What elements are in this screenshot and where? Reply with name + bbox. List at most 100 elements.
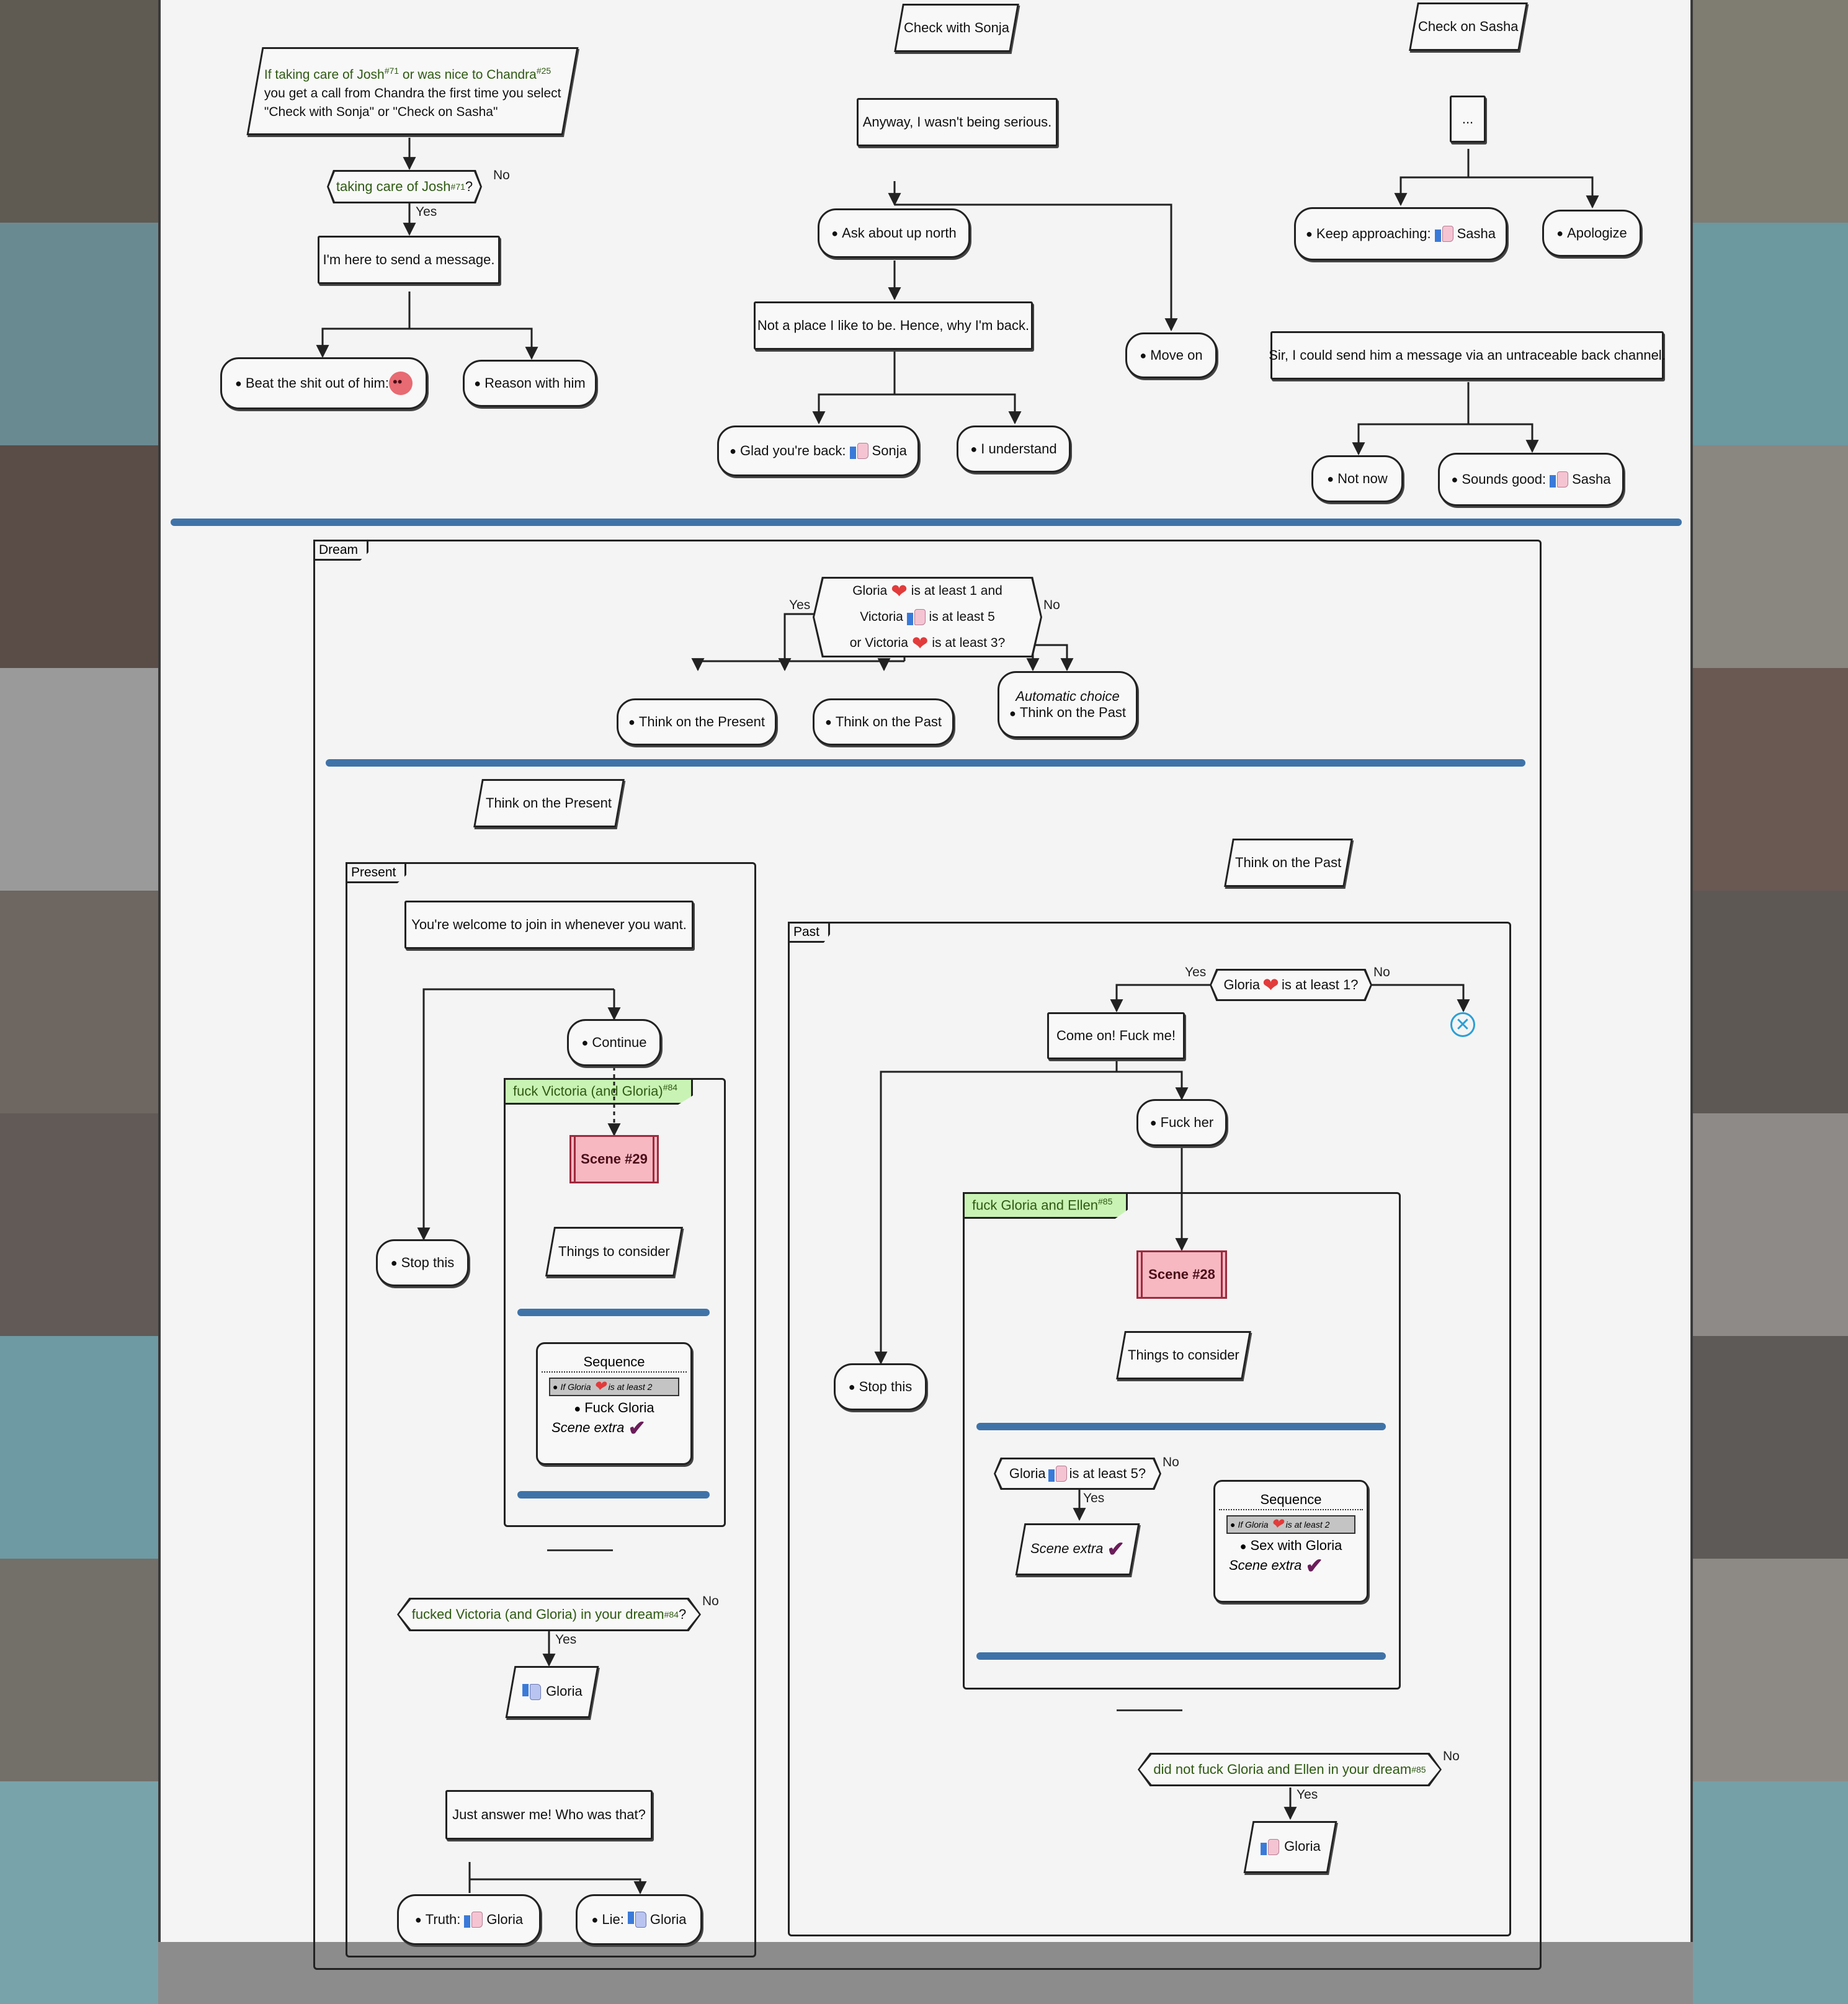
section-divider — [976, 1652, 1386, 1660]
thumbs-up-icon — [1048, 1466, 1067, 1482]
background-photo — [1693, 0, 1848, 223]
choice-beat[interactable]: ●Beat the shit out of him: — [220, 357, 427, 409]
background-photo — [1693, 1336, 1848, 1559]
title-check-sonja: Check with Sonja — [894, 4, 1019, 52]
decision-dream-condition: Gloria ❤ is at least 1 and Victoria is a… — [813, 577, 1042, 657]
no-label: No — [702, 1594, 719, 1608]
background-photo — [0, 1781, 158, 2004]
background-photo — [1693, 445, 1848, 668]
choice-understand[interactable]: ●I understand — [957, 425, 1071, 473]
thumbs-up-icon — [1550, 471, 1569, 488]
section-divider — [976, 1423, 1386, 1430]
background-photo — [1693, 1559, 1848, 1781]
scene-29[interactable]: Scene #29 — [569, 1135, 659, 1183]
section-divider — [517, 1491, 710, 1499]
choice-lie[interactable]: ●Lie:Gloria — [576, 1894, 702, 1945]
heart-icon: ❤ — [1262, 974, 1279, 996]
dialogue-message: I'm here to send a message. — [318, 236, 500, 284]
background-photo — [0, 1336, 158, 1559]
scene-extra: Scene extra ✔ — [1015, 1523, 1140, 1575]
left-background-strip — [0, 0, 158, 2004]
choice-sounds-good[interactable]: ●Sounds good:Sasha — [1438, 453, 1624, 506]
dialogue-come-on: Come on! Fuck me! — [1047, 1012, 1185, 1059]
choice-ask-north[interactable]: ●Ask about up north — [818, 208, 970, 258]
choice-stop-past[interactable]: ●Stop this — [834, 1363, 927, 1410]
scene-28[interactable]: Scene #28 — [1136, 1250, 1227, 1299]
choice-continue[interactable]: ●Continue — [567, 1019, 661, 1066]
dialogue-who-was-that: Just answer me! Who was that? — [445, 1790, 653, 1840]
heart-icon: ❤ — [891, 580, 908, 603]
sequence-box: Sequence ● If Gloria❤is at least 2 ●Sex … — [1213, 1480, 1368, 1603]
background-photo — [1693, 1781, 1848, 2004]
background-photo — [0, 1113, 158, 1336]
dialogue-not-a-place: Not a place I like to be. Hence, why I'm… — [754, 301, 1033, 350]
effect-gloria-dislike: Gloria — [505, 1666, 599, 1718]
section-divider — [171, 519, 1682, 526]
decision-gloria-5: Gloria is at least 5? — [994, 1458, 1161, 1490]
heart-icon: ❤ — [1270, 1516, 1283, 1533]
background-photo — [0, 1559, 158, 1781]
checkmark-icon: ✔ — [628, 1417, 646, 1440]
past-frame: Past — [788, 922, 1511, 1936]
yes-label: Yes — [1297, 1788, 1318, 1802]
sequence-box: Sequence ● If Gloria❤is at least 2 ●Fuck… — [536, 1342, 692, 1465]
angry-face-icon — [389, 372, 413, 395]
end-marker — [547, 1549, 613, 1551]
section-divider — [326, 759, 1525, 767]
background-photo — [1693, 1113, 1848, 1336]
sequence-condition: ● If Gloria❤is at least 2 — [549, 1378, 679, 1396]
automatic-choice: Automatic choice ●Think on the Past — [998, 671, 1138, 738]
choice-not-now[interactable]: ●Not now — [1311, 455, 1403, 502]
dream-tag: Dream — [313, 540, 369, 561]
right-background-strip — [1693, 0, 1848, 2004]
choice-stop-present[interactable]: ●Stop this — [376, 1239, 469, 1286]
thumbs-up-icon — [464, 1912, 483, 1928]
things-to-consider: Things to consider — [1116, 1331, 1251, 1379]
background-photo — [0, 668, 158, 891]
choice-move-on[interactable]: ●Move on — [1125, 332, 1217, 378]
choice-reason[interactable]: ●Reason with him — [463, 360, 597, 407]
yes-label: Yes — [789, 598, 811, 612]
background-photo — [0, 223, 158, 445]
no-label: No — [1043, 598, 1060, 612]
end-marker — [1117, 1709, 1182, 1711]
yes-label: Yes — [555, 1632, 577, 1647]
checkmark-icon: ✔ — [1305, 1554, 1324, 1578]
choice-apologize[interactable]: ●Apologize — [1542, 210, 1641, 257]
background-photo — [1693, 668, 1848, 891]
condition-tag: fuck Gloria and Ellen#85 — [963, 1192, 1128, 1219]
decision-fucked-victoria: fucked Victoria (and Gloria) in your dre… — [397, 1598, 701, 1631]
background-photo — [1693, 891, 1848, 1113]
title-check-sasha: Check on Sasha — [1409, 2, 1528, 51]
background-photo — [0, 445, 158, 668]
dialogue-welcome: You're welcome to join in whenever you w… — [404, 901, 694, 949]
effect-gloria-like: Gloria — [1243, 1821, 1337, 1873]
decision-josh: taking care of Josh#71? — [327, 170, 482, 203]
sequence-title: Sequence — [542, 1354, 687, 1373]
sequence-title: Sequence — [1219, 1492, 1363, 1510]
background-photo — [0, 0, 158, 223]
choice-glad[interactable]: ●Glad you're back:Sonja — [717, 425, 919, 476]
sequence-condition: ● If Gloria❤is at least 2 — [1226, 1515, 1355, 1534]
title-think-past: Think on the Past — [1224, 839, 1353, 887]
background-photo — [1693, 223, 1848, 445]
choice-think-present[interactable]: ●Think on the Present — [617, 698, 777, 746]
dialogue-ellipsis: ... — [1450, 96, 1486, 143]
choice-keep-approaching[interactable]: ●Keep approaching:Sasha — [1294, 207, 1507, 261]
no-label: No — [1163, 1455, 1179, 1469]
background-photo — [0, 891, 158, 1113]
condition-note: If taking care of Josh#71 or was nice to… — [246, 47, 579, 135]
title-think-present: Think on the Present — [473, 779, 625, 827]
condition-tag: fuck Victoria (and Gloria)#84 — [504, 1078, 694, 1105]
yes-label: Yes — [1185, 965, 1207, 979]
thumbs-up-icon — [1434, 226, 1453, 242]
choice-think-past[interactable]: ●Think on the Past — [813, 698, 954, 746]
dialogue-anyway: Anyway, I wasn't being serious. — [857, 98, 1058, 146]
choice-truth[interactable]: ●Truth:Gloria — [397, 1894, 541, 1945]
yes-label: Yes — [416, 205, 437, 219]
section-divider — [517, 1309, 710, 1316]
choice-fuck-her[interactable]: ●Fuck her — [1136, 1099, 1227, 1146]
heart-icon: ❤ — [593, 1378, 606, 1395]
thumbs-down-icon — [627, 1912, 646, 1928]
present-frame: Present — [346, 862, 756, 1957]
